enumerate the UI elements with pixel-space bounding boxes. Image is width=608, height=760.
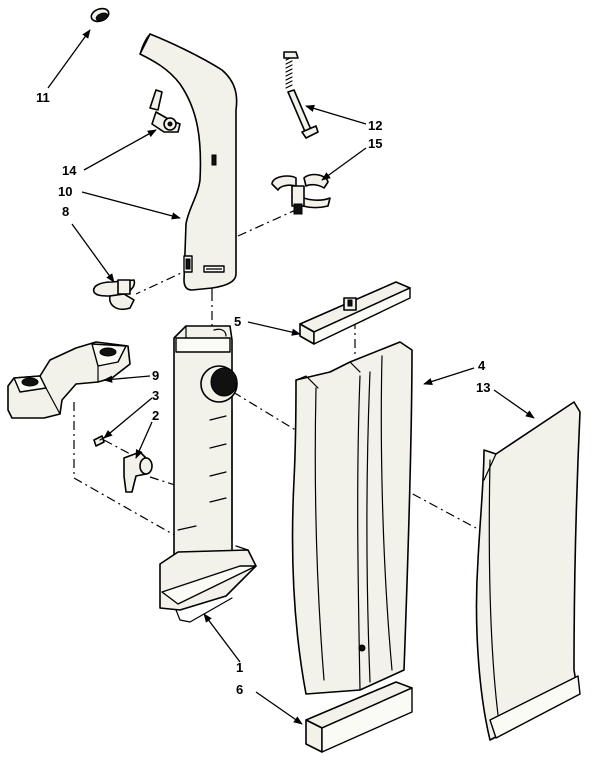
callout-14: 14: [62, 163, 77, 178]
part-15-double-clip: [271, 173, 331, 215]
callout-6: 6: [236, 682, 243, 697]
part-2-latch: [123, 451, 153, 493]
callout-9: 9: [152, 368, 159, 383]
part-8-clip: [92, 279, 136, 311]
part-14-handle-clip: [149, 89, 181, 133]
callout-8: 8: [62, 204, 69, 219]
part-6-bottom-tray: [305, 681, 413, 753]
callout-10: 10: [58, 184, 72, 199]
callout-5: 5: [234, 314, 241, 329]
callout-1: 1: [236, 660, 243, 675]
part-12-spring-bolt: [283, 51, 319, 139]
callout-13: 13: [476, 380, 490, 395]
part-1-main-body: [159, 325, 257, 623]
alignment-lines: [73, 207, 477, 537]
callout-4: 4: [478, 358, 486, 373]
part-5-top-rail: [299, 281, 411, 345]
part-11-cap: [90, 7, 110, 23]
callout-labels: 11 14 10 8 12 15 5 9 3 2 4 13 1 6: [36, 90, 490, 697]
callout-3: 3: [152, 388, 159, 403]
part-9-bracket: [7, 341, 131, 419]
callout-11: 11: [36, 90, 50, 105]
part-13-inner-bag: [475, 401, 581, 741]
callout-2: 2: [152, 408, 159, 423]
callout-15: 15: [368, 136, 382, 151]
callout-leaders: [47, 29, 535, 725]
part-10-handle-tube: [139, 33, 238, 293]
callout-12: 12: [368, 118, 382, 133]
part-4-outer-bag: [291, 341, 413, 695]
